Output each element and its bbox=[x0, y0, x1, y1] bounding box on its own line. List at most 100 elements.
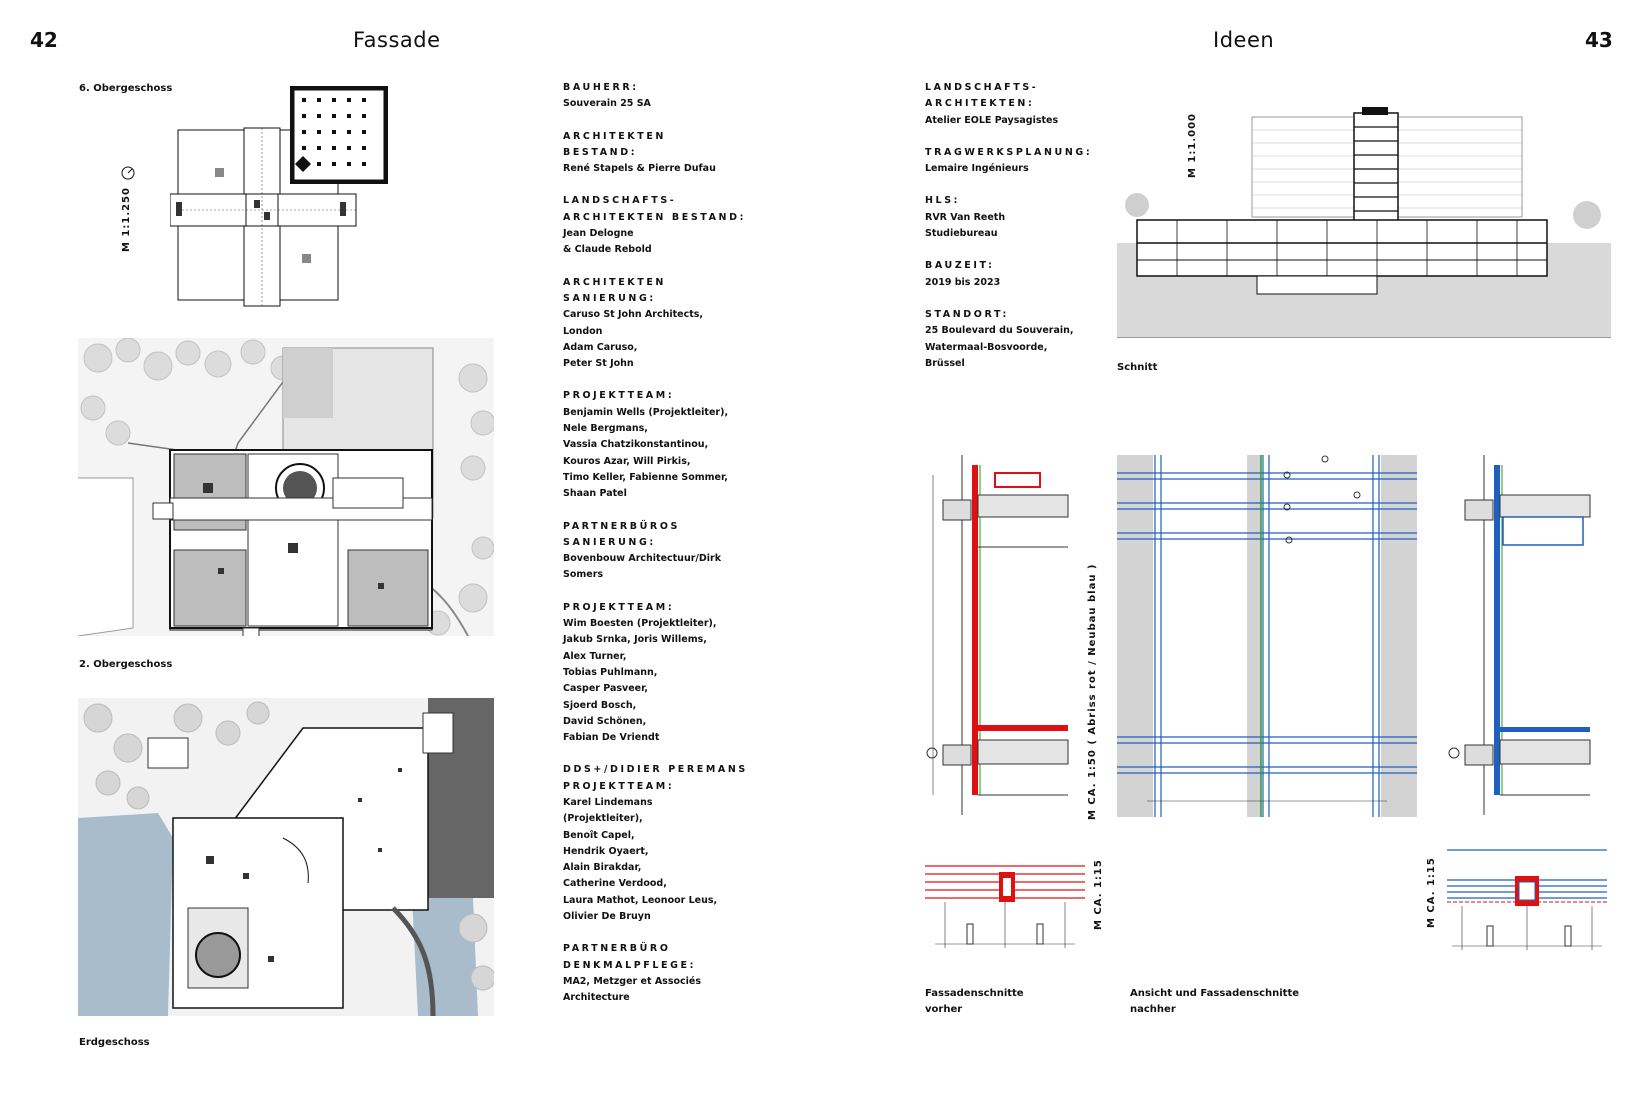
credit-text: Brüssel bbox=[925, 357, 965, 369]
credit-text: Benjamin Wells (Projektleiter), bbox=[563, 406, 729, 418]
credit-text: Karel Lindemans bbox=[563, 796, 653, 808]
credit-block: Bauherr: Souverain 25 SA bbox=[563, 80, 893, 113]
credit-heading: architekten: bbox=[925, 98, 1035, 110]
caption-floor6: 6. Obergeschoss bbox=[79, 83, 173, 94]
credit-text: RVR Van Reeth bbox=[925, 211, 1006, 223]
credit-heading: Bestand: bbox=[563, 146, 638, 158]
credits-column-2: Landschafts-architekten: Atelier EOLE Pay… bbox=[925, 80, 1125, 388]
credit-block: Bauzeit: 2019 bis 2023 bbox=[925, 258, 1125, 291]
credit-text: Kouros Azar, Will Pirkis, bbox=[563, 455, 691, 467]
facade-detail-after bbox=[1447, 846, 1607, 954]
credit-heading: Landschafts- bbox=[925, 82, 1039, 93]
credit-text: Alex Turner, bbox=[563, 650, 627, 662]
credit-block: Landschafts-architekten Bestand: Jean Del… bbox=[563, 193, 893, 258]
credit-heading: architekten Bestand: bbox=[563, 211, 746, 223]
right-page-title: Ideen bbox=[1213, 28, 1275, 52]
plan-floor2 bbox=[78, 338, 494, 636]
section-drawing bbox=[1117, 105, 1611, 338]
credit-heading: Architekten bbox=[563, 130, 666, 142]
north-arrow-icon bbox=[121, 166, 135, 180]
credit-heading: Landschafts- bbox=[563, 195, 677, 207]
credit-text: (Projektleiter), bbox=[563, 813, 643, 825]
facade-elevation-after bbox=[1117, 455, 1417, 817]
caption-facade-before-2: vorher bbox=[925, 1004, 963, 1015]
credit-heading: Partnerbüro bbox=[563, 943, 671, 955]
credit-heading: Projektteam: bbox=[563, 780, 675, 792]
credit-text: Nele Bergmans, bbox=[563, 423, 648, 435]
credit-heading: Projektteam: bbox=[563, 390, 675, 402]
credit-heading: Projektteam: bbox=[563, 601, 675, 613]
credit-text: MA2, Metzger et Associés bbox=[563, 975, 702, 987]
caption-facade-after-2: nachher bbox=[1130, 1004, 1176, 1015]
credit-text: René Stapels & Pierre Dufau bbox=[563, 163, 716, 175]
scale-plan: M 1:1.250 bbox=[121, 186, 132, 252]
credit-text: Vassia Chatzikonstantinou, bbox=[563, 439, 709, 451]
credit-block: Projektteam: Benjamin Wells (Projektleite… bbox=[563, 388, 893, 502]
credit-text: Studiebureau bbox=[925, 228, 998, 240]
credit-text: Lemaire Ingénieurs bbox=[925, 163, 1029, 175]
facade-detail-before bbox=[925, 860, 1085, 952]
credit-text: Jean Delogne bbox=[563, 228, 634, 240]
credit-text: Alain Birakdar, bbox=[563, 862, 642, 874]
credit-text: Tobias Puhlmann, bbox=[563, 666, 658, 678]
credit-text: Watermaal-Bosvoorde, bbox=[925, 341, 1048, 353]
credit-text: & Claude Rebold bbox=[563, 244, 652, 256]
credit-text: Somers bbox=[563, 569, 604, 581]
credit-heading: Bauzeit: bbox=[925, 260, 995, 272]
credit-text: Olivier De Bruyn bbox=[563, 911, 651, 923]
credit-text: Peter St John bbox=[563, 358, 634, 370]
credit-block: PartnerbüroDenkmalpflege: MA2, Metzger et… bbox=[563, 941, 893, 1006]
credit-heading: Sanierung: bbox=[563, 292, 656, 304]
credit-block: PartnerbürosSanierung: Bovenbouw Architec… bbox=[563, 519, 893, 584]
credits-column-1: Bauherr:Souverain 25 SAArchitektenBestan… bbox=[563, 80, 893, 1023]
credit-heading: Denkmalpflege: bbox=[563, 959, 697, 971]
credit-heading: Sanierung: bbox=[563, 536, 656, 548]
credit-text: Bovenbouw Architectuur/Dirk bbox=[563, 553, 722, 565]
credit-text: Fabian De Vriendt bbox=[563, 732, 660, 744]
credit-text: Benoît Capel, bbox=[563, 829, 635, 841]
caption-facade-after-1: Ansicht und Fassadenschnitte bbox=[1130, 988, 1300, 999]
credit-block: ArchitektenSanierung:Caruso St John Arch… bbox=[563, 275, 893, 373]
credit-text: Architecture bbox=[563, 992, 630, 1004]
credit-block: Standort:25 Boulevard du Souverain,Water… bbox=[925, 307, 1125, 372]
credit-heading: Architekten bbox=[563, 276, 666, 288]
credit-block: DDS+/Didier PeremansProjektteam:Karel Li… bbox=[563, 762, 893, 925]
credit-heading: Partnerbüros bbox=[563, 520, 680, 532]
plan-ground-floor bbox=[78, 698, 494, 1016]
credit-text: Atelier EOLE Paysagistes bbox=[925, 114, 1059, 126]
caption-floor2: 2. Obergeschoss bbox=[79, 659, 173, 670]
credit-text: Hendrik Oyaert, bbox=[563, 845, 649, 857]
caption-facade-before-1: Fassadenschnitte bbox=[925, 988, 1024, 999]
credit-text: Catherine Verdood, bbox=[563, 878, 667, 890]
right-page-number: 43 bbox=[1585, 28, 1613, 52]
credit-block: Tragwerksplanung: Lemaire Ingénieurs bbox=[925, 145, 1125, 178]
credit-heading: HLS: bbox=[925, 195, 961, 207]
credit-text: David Schönen, bbox=[563, 715, 647, 727]
plan-floor6 bbox=[170, 82, 400, 308]
credit-text: Wim Boesten (Projektleiter), bbox=[563, 618, 717, 630]
credit-text: Jakub Srnka, Joris Willems, bbox=[563, 634, 707, 646]
credit-text: London bbox=[563, 325, 603, 337]
credit-text: 2019 bis 2023 bbox=[925, 276, 1001, 288]
credit-heading: Standort: bbox=[925, 308, 1009, 320]
credit-text: Casper Pasveer, bbox=[563, 683, 649, 695]
left-page-number: 42 bbox=[30, 28, 58, 52]
credit-text: Adam Caruso, bbox=[563, 341, 638, 353]
credit-text: Souverain 25 SA bbox=[563, 98, 651, 110]
credit-heading: Tragwerksplanung: bbox=[925, 146, 1093, 158]
facade-section-after bbox=[1447, 455, 1593, 815]
credit-block: Projektteam: Wim Boesten (Projektleiter),… bbox=[563, 600, 893, 747]
credit-block: Landschafts-architekten: Atelier EOLE Pay… bbox=[925, 80, 1125, 129]
left-page-title: Fassade bbox=[353, 28, 441, 52]
scale-detail-after: M CA. 1:15 bbox=[1426, 857, 1437, 928]
credit-heading: Bauherr: bbox=[563, 82, 639, 93]
caption-section: Schnitt bbox=[1117, 362, 1158, 373]
credit-block: ArchitektenBestand: René Stapels & Pierre… bbox=[563, 129, 893, 178]
credit-text: Sjoerd Bosch, bbox=[563, 699, 637, 711]
scale-elevation: M CA. 1:50 ( Abriss rot / Neubau blau ) bbox=[1087, 563, 1098, 820]
credit-text: Shaan Patel bbox=[563, 488, 627, 500]
credit-text: Timo Keller, Fabienne Sommer, bbox=[563, 471, 728, 483]
scale-detail-before: M CA. 1:15 bbox=[1093, 859, 1104, 930]
caption-ground: Erdgeschoss bbox=[79, 1037, 150, 1048]
